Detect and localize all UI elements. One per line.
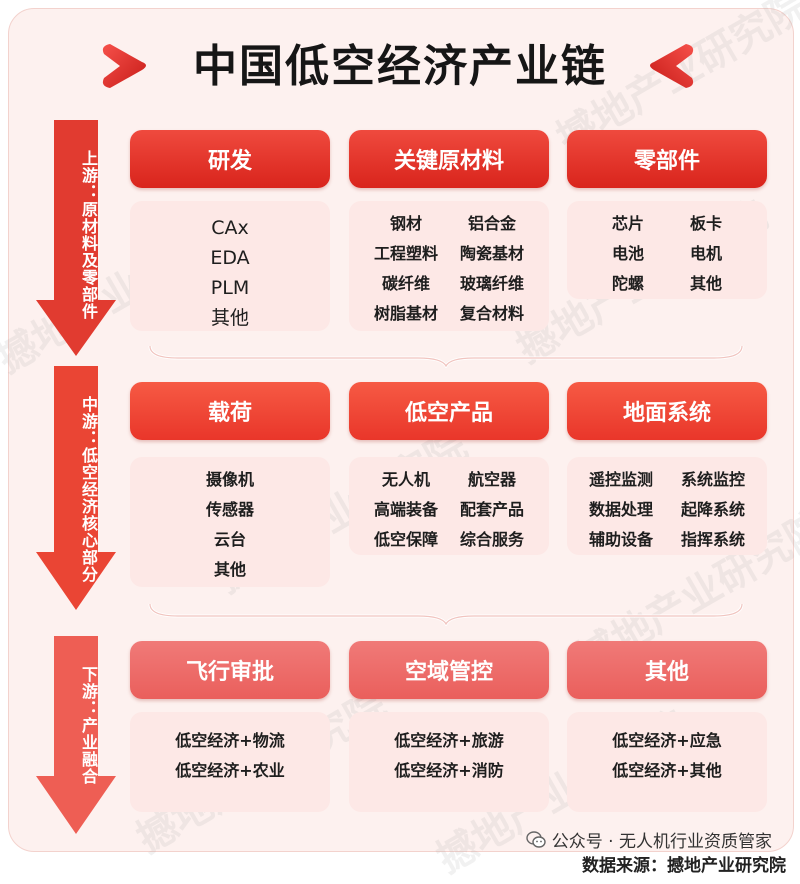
list-item: 工程塑料 [373,244,438,263]
list-item: 玻璃纤维 [459,274,524,293]
list-item: 其他 [689,274,722,293]
header-other: 其他 [567,641,767,699]
stage-label-upstream: 上游：原材料及零部件 [79,150,98,320]
header-parts: 零部件 [567,130,767,188]
box-products: 无人机 航空器 高端装备 配套产品 低空保障 综合服务 [349,457,549,555]
list-item: 低空保障 [373,530,438,549]
list-item: 航空器 [467,470,516,489]
stage-arrow-downstream [36,636,116,834]
list-item: 树脂基材 [373,304,438,323]
list-item: 低空经济+物流 [175,731,285,750]
list-item: 数据处理 [588,500,653,519]
list-item: 传感器 [205,500,254,519]
stage-arrow-midstream [36,366,116,610]
list-item: 低空经济+其他 [612,761,722,780]
list-item: 电池 [611,244,644,263]
list-item: 其他 [213,560,246,579]
list-item: 碳纤维 [381,274,430,293]
brace-divider [148,345,744,368]
list-item: 低空经济+农业 [175,761,285,780]
list-item: PLM [210,277,250,299]
list-item: 铝合金 [467,214,516,233]
data-source: 数据来源：撼地产业研究院 [582,856,786,876]
wechat-attribution: 公众号 · 无人机行业资质管家 [526,827,772,852]
header-airspace: 空域管控 [349,641,549,699]
chevron-right-icon [650,44,694,88]
wechat-text: 公众号 · 无人机行业资质管家 [551,832,772,852]
header-ground: 地面系统 [567,382,767,440]
list-item: 低空经济+旅游 [394,731,504,750]
header-rd: 研发 [130,130,330,188]
list-item: 芯片 [611,214,644,233]
stage-arrow-upstream [36,120,116,356]
list-item: 陶瓷基材 [459,244,524,263]
header-payload: 载荷 [130,382,330,440]
box-ground: 遥控监测 系统监控 数据处理 起降系统 辅助设备 指挥系统 [567,457,767,555]
list-item: 板卡 [689,214,722,233]
stage-label-midstream: 中游：低空经济核心部分 [79,395,98,583]
list-item: 低空经济+应急 [612,731,722,750]
list-item: 高端装备 [373,500,438,519]
list-item: 无人机 [381,470,430,489]
list-item: 陀螺 [611,274,644,293]
list-item: 钢材 [389,214,422,233]
list-item: CAx [211,217,249,239]
list-item: 其他 [210,307,249,329]
page-title: 中国低空经济产业链 [193,41,607,92]
list-item: 复合材料 [459,304,524,323]
header-approval: 飞行审批 [130,641,330,699]
list-item: 电机 [689,244,722,263]
box-airspace: 低空经济+旅游 低空经济+消防 [349,712,549,812]
wechat-icon [526,830,546,848]
box-approval: 低空经济+物流 低空经济+农业 [130,712,330,812]
header-materials: 关键原材料 [349,130,549,188]
header-products: 低空产品 [349,382,549,440]
list-item: 综合服务 [459,530,524,549]
box-payload: 摄像机 传感器 云台 其他 [130,457,330,587]
list-item: 低空经济+消防 [394,761,504,780]
list-item: 摄像机 [205,470,254,489]
box-rd: CAx EDA PLM 其他 [130,201,330,331]
list-item: EDA [210,247,250,269]
box-materials: 钢材 铝合金 工程塑料 陶瓷基材 碳纤维 玻璃纤维 树脂基材 复合材料 [349,201,549,331]
chevron-left-icon [102,44,146,88]
list-item: 指挥系统 [680,530,745,549]
list-item: 配套产品 [459,500,524,519]
list-item: 云台 [213,530,246,549]
list-item: 系统监控 [680,470,745,489]
stage-label-downstream: 下游：产业融合 [79,665,98,785]
list-item: 辅助设备 [588,530,653,549]
list-item: 遥控监测 [588,470,653,489]
brace-divider [148,603,744,626]
box-other: 低空经济+应急 低空经济+其他 [567,712,767,812]
box-parts: 芯片 板卡 电池 电机 陀螺 其他 [567,201,767,299]
list-item: 起降系统 [680,500,745,519]
